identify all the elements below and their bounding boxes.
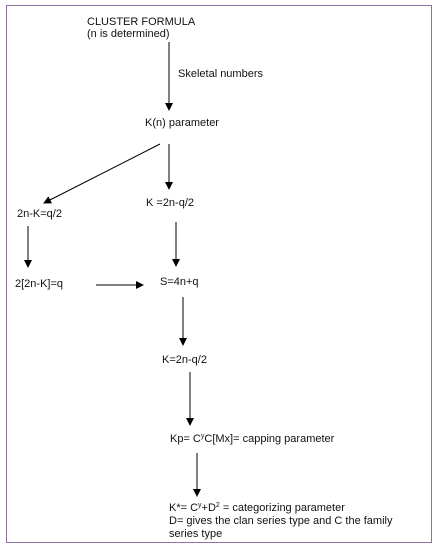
cluster-formula-subtitle: (n is determined) [87,28,170,40]
s-eq-node: S=4n+q [160,276,199,288]
k-again-node: K=2n-q/2 [162,354,207,366]
left-eq-node: 2[2n-K]=q [15,278,64,290]
d-description-line2: series type [169,528,223,540]
arrow-kn-to-left-k [43,143,161,204]
right-k-node: K =2n-q/2 [146,197,195,209]
cluster-formula-title: CLUSTER FORMULA [87,16,196,28]
d-description-line1: D= gives the clan series type and C the … [169,515,393,527]
diagram-border [6,5,432,543]
kstar-categorizing-node: K*= Cy+D2 = categorizing parameter [169,502,345,514]
kp-capping-node: Kp= CyC[Mx]= capping parameter [170,433,335,445]
kn-parameter-node: K(n) parameter [145,117,219,129]
left-k-node: 2n-K=q/2 [17,208,62,220]
skeletal-numbers-label: Skeletal numbers [178,68,263,80]
